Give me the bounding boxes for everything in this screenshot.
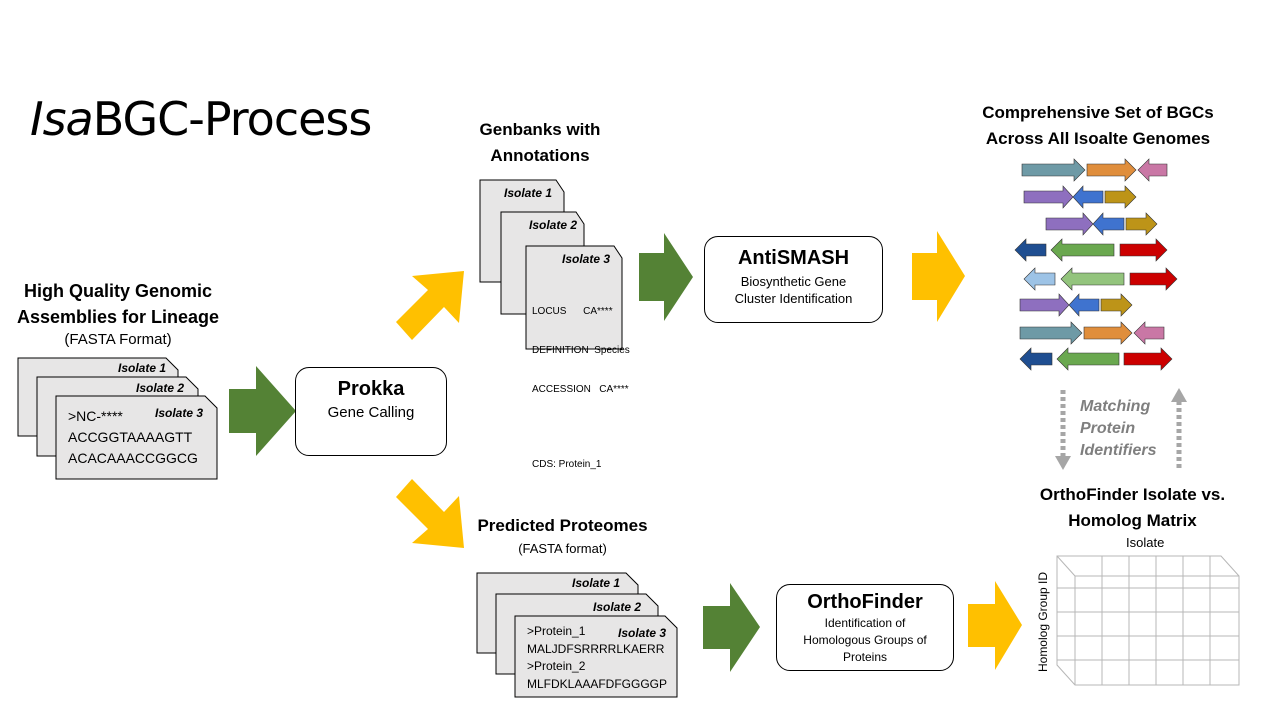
input-subheading: (FASTA Format) [64,331,172,348]
input-doc-label-2: Isolate 2 [136,381,185,395]
gold-arrow-orthofinder-to-matrix [968,581,1022,670]
input-heading: High Quality Genomic Assemblies for Line… [16,281,220,327]
genbank-doc-label-1: Isolate 1 [504,186,553,200]
matrix-heading: OrthoFinder Isolate vs. Homolog Matrix [1039,485,1226,530]
proteome-doc-label-3: Isolate 3 [618,626,667,640]
genbank-doc-3 [525,245,623,350]
orthofinder-name: OrthoFinder [807,591,923,613]
green-arrow-proteome-to-orthofinder [703,583,760,672]
input-doc-label-1: Isolate 1 [118,361,167,375]
proteomes-subheading: (FASTA format) [518,541,607,556]
genbank-doc-text: LOCUS CA**** DEFINITION Species ACCESSIO… [532,306,630,470]
prokka-box: Prokka Gene Calling [295,367,447,456]
homolog-matrix-grid [1056,555,1240,686]
antismash-desc: Biosynthetic Gene Cluster Identification [734,274,853,306]
orthofinder-box: OrthoFinder Identification of Homologous… [776,584,954,671]
genbank-doc-label-2: Isolate 2 [529,218,578,232]
green-arrow-genbank-to-antismash [639,233,693,321]
gold-arrow-prokka-to-proteome [396,479,464,548]
bgc-arrows [1014,158,1178,371]
proteome-doc-3 [514,615,678,698]
input-doc-text: >NC-**** ACCGGTAAAAGTT ACACAAACCGGCG [68,408,198,466]
matching-label: Matching Protein Identifiers [1080,398,1157,459]
prokka-name: Prokka [337,378,405,400]
proteome-doc-label-2: Isolate 2 [593,600,642,614]
green-arrow-input-to-prokka [229,366,296,456]
gold-arrow-antismash-to-bgcs [912,231,965,322]
gold-arrows [396,231,1022,670]
genbanks-heading: Genbanks with Annotations [479,120,601,165]
antismash-name: AntiSMASH [737,247,850,269]
matrix-col-label: Isolate [1126,535,1165,550]
proteome-doc-text: >Protein_1 MALJDFSRRRRLKAERR >Protein_2 … [527,624,668,691]
input-doc-label-3: Isolate 3 [155,406,204,420]
page-title: IsaBGC-Process [30,92,372,146]
bgcs-heading: Comprehensive Set of BGCs Across All Iso… [982,103,1214,148]
matching-dotted-arrows [1055,388,1187,470]
proteome-doc-stack [476,572,678,698]
genbank-doc-stack [479,179,623,350]
input-doc-stack [17,357,218,480]
green-arrows [229,233,760,672]
input-doc-3 [55,395,218,480]
orthofinder-desc: Identification of Homologous Groups of P… [803,616,927,664]
proteomes-heading: Predicted Proteomes [477,516,648,535]
matrix-row-label: Homolog Group ID [1036,571,1050,673]
antismash-box: AntiSMASH Biosynthetic Gene Cluster Iden… [704,236,883,323]
gold-arrow-prokka-to-genbank [396,271,464,340]
proteome-doc-label-1: Isolate 1 [572,576,621,590]
genbank-doc-label-3: Isolate 3 [562,252,611,266]
prokka-desc: Gene Calling [327,404,415,421]
